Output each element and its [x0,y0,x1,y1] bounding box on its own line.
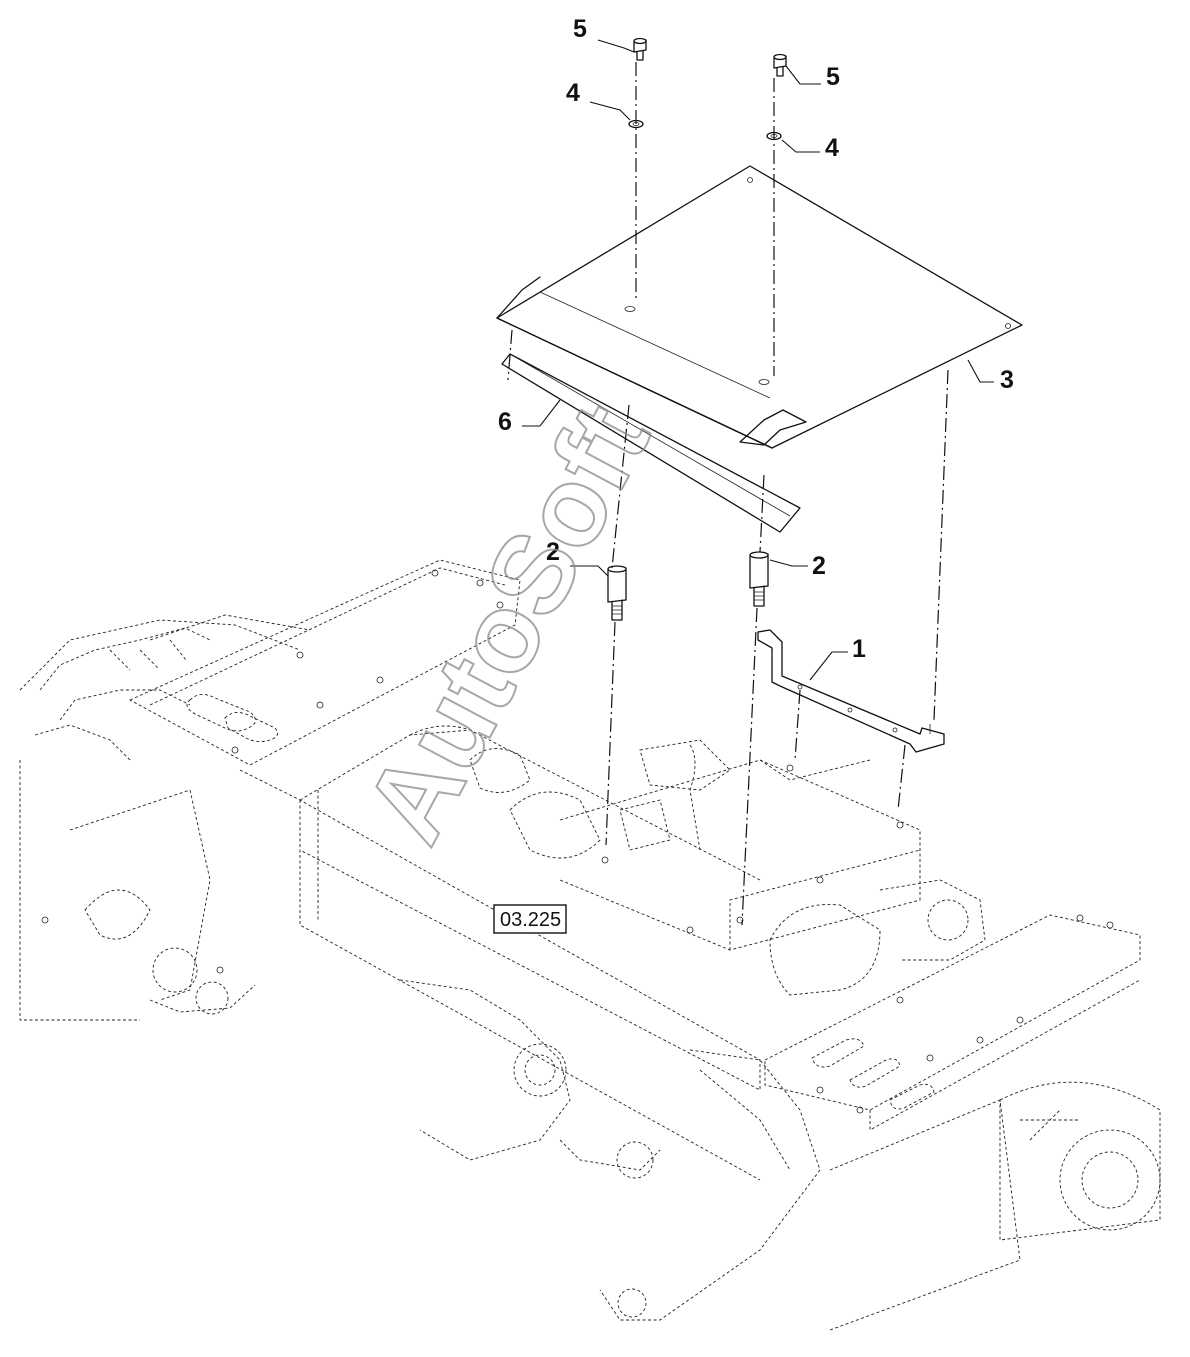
callout-1: 1 [852,635,866,663]
callout-3: 3 [1000,366,1014,394]
callout-4-left: 4 [566,79,580,107]
callout-labels: 5 5 4 4 3 6 2 2 1 [498,15,1014,663]
callout-4-right: 4 [825,134,839,162]
bolt-right [773,53,787,77]
bolt-left [633,37,647,61]
callout-5-right: 5 [826,63,840,91]
callout-6: 6 [498,408,512,436]
frame-bolts [41,569,1114,1114]
callout-2-left: 2 [546,538,560,566]
watermark-text: AutoSoft [341,385,673,861]
callout-5-left: 5 [573,15,587,43]
mounting-bracket [757,629,945,753]
leader-lines [522,39,994,681]
watermark: AutoSoft [340,384,674,862]
callout-2-right: 2 [812,552,826,580]
reference-number: 03.225 [500,909,561,931]
cover-plate [496,165,1023,449]
reference-box: 03.225 [493,904,567,934]
chassis-frame [19,559,1161,1331]
gasket-strip [501,353,801,533]
assembly-axis-lines [507,62,949,926]
standoff-stud-left [607,565,627,621]
standoff-stud-right [749,551,769,607]
